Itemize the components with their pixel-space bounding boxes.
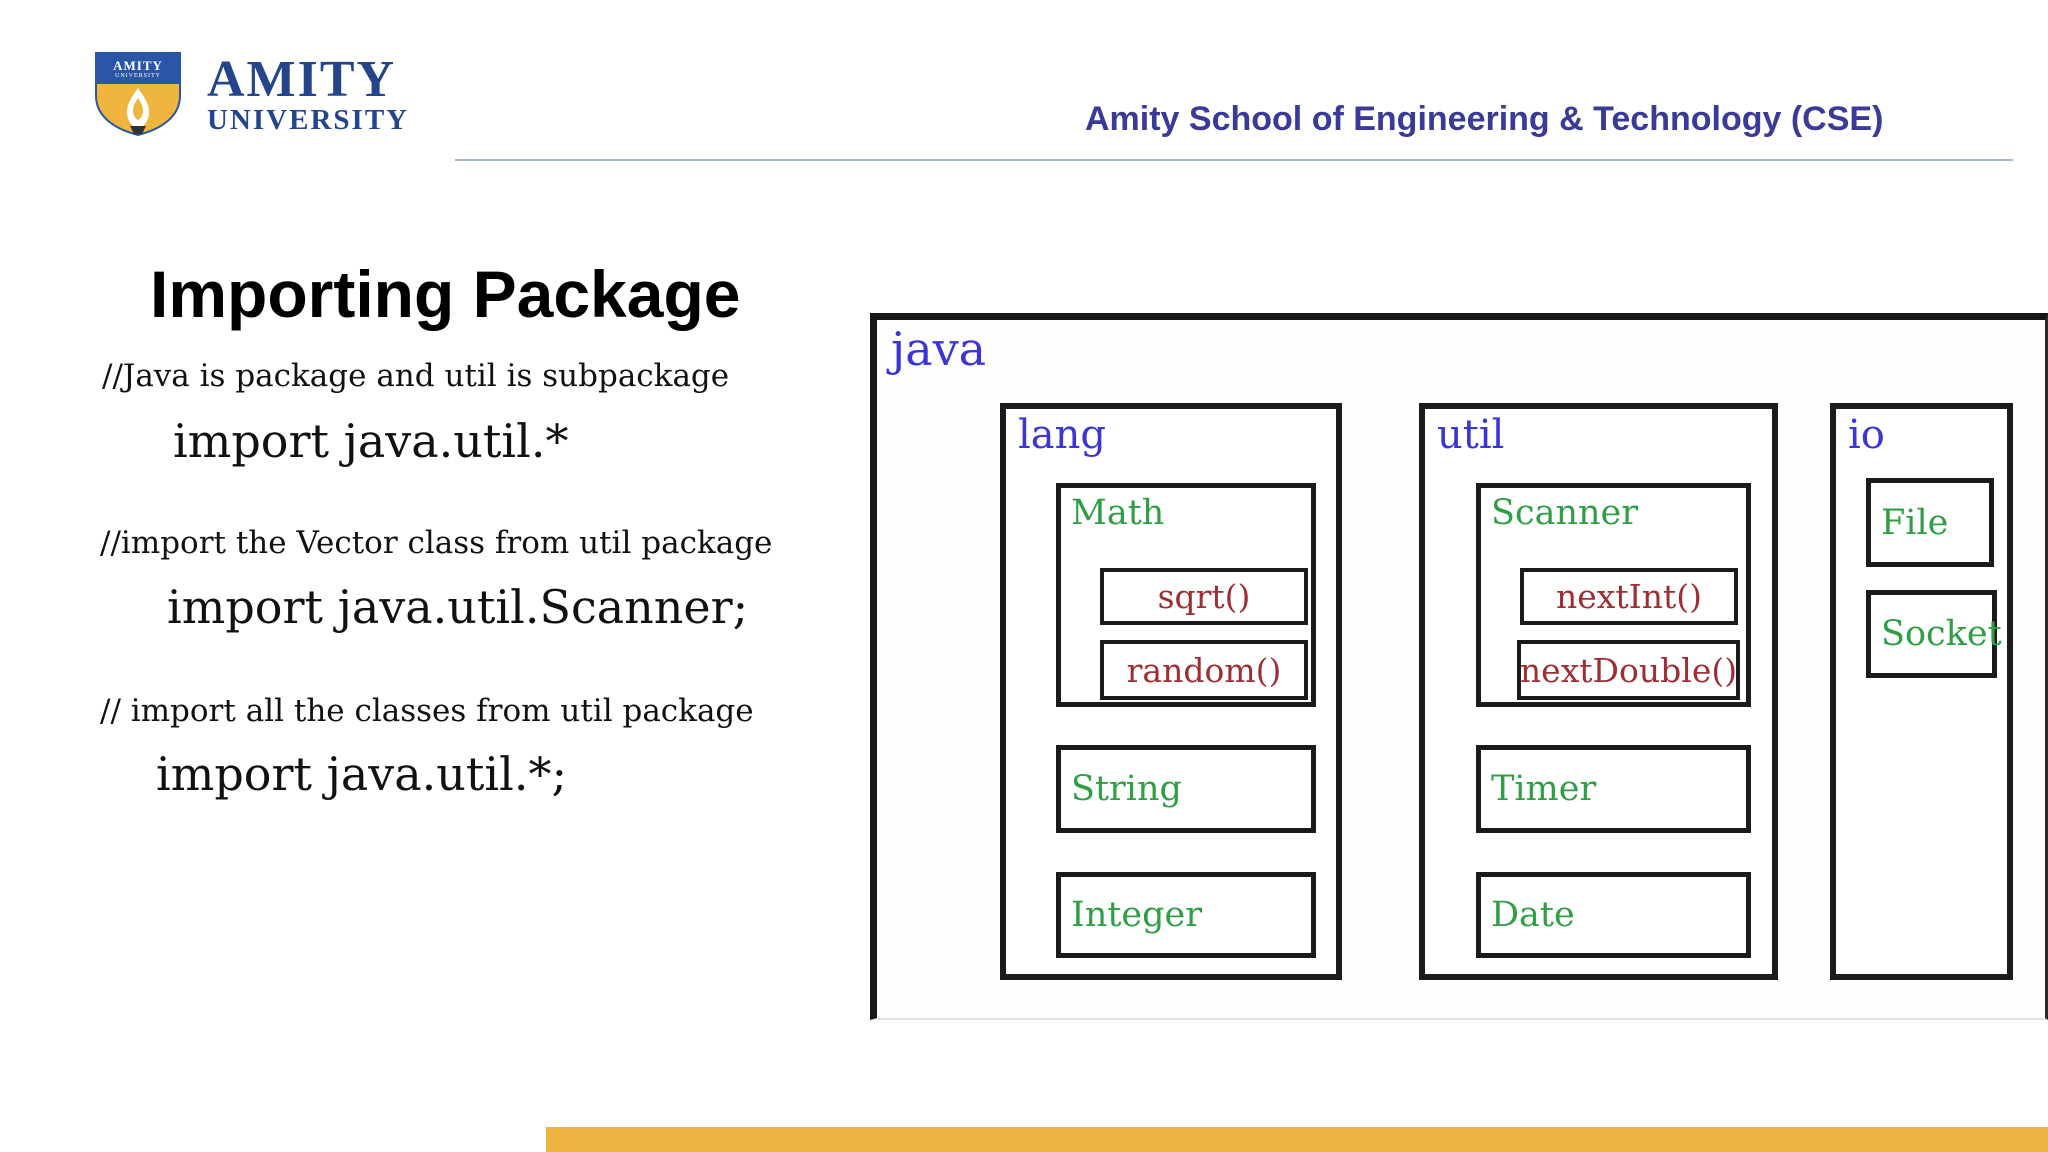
- class-box-math: Math sqrt() random(): [1056, 483, 1316, 707]
- header-divider: [455, 159, 2013, 161]
- code-import: import java.util.Scanner;: [167, 580, 749, 634]
- amity-wordmark: AMITY: [207, 51, 397, 108]
- package-label-io: io: [1848, 412, 1885, 458]
- class-box-socket: Socket: [1866, 590, 2002, 678]
- amity-logo-shield-subtext: UNIVERSITY: [115, 73, 161, 79]
- class-label-integer: Integer: [1071, 895, 1202, 935]
- package-label-util: util: [1437, 412, 1505, 458]
- code-comment: //import the Vector class from util pack…: [100, 525, 773, 561]
- package-label-java: java: [891, 322, 987, 376]
- java-package-diagram: java lang Math sqrt() random() String In…: [870, 313, 2048, 1020]
- amity-wordmark-university: UNIVERSITY: [207, 104, 410, 136]
- class-box-scanner: Scanner nextInt() nextDouble(): [1476, 483, 1751, 707]
- page-title: Importing Package: [150, 257, 741, 331]
- method-box-sqrt: sqrt(): [1100, 568, 1308, 625]
- code-comment: //Java is package and util is subpackage: [102, 358, 730, 394]
- class-label-socket: Socket: [1881, 614, 2002, 654]
- method-box-random: random(): [1100, 640, 1308, 700]
- method-box-nextdouble: nextDouble(): [1517, 640, 1740, 700]
- code-import: import java.util.*;: [156, 747, 567, 801]
- package-box-lang: lang Math sqrt() random() String Integer: [1000, 403, 1342, 980]
- package-label-lang: lang: [1018, 412, 1107, 458]
- school-title: Amity School of Engineering & Technology…: [1085, 100, 1884, 138]
- class-label-file: File: [1881, 502, 1949, 543]
- class-box-file: File: [1866, 478, 1994, 567]
- package-box-io: io File Socket: [1830, 403, 2013, 980]
- class-box-string: String: [1056, 745, 1316, 833]
- footer-accent-bar: [546, 1127, 2048, 1152]
- class-box-timer: Timer: [1476, 745, 1751, 833]
- class-box-integer: Integer: [1056, 872, 1316, 958]
- class-label-string: String: [1071, 769, 1182, 809]
- class-label-timer: Timer: [1491, 769, 1597, 809]
- class-box-date: Date: [1476, 872, 1751, 958]
- code-comment: // import all the classes from util pack…: [100, 693, 754, 729]
- amity-logo-shield-text: AMITY: [113, 58, 163, 73]
- code-import: import java.util.*: [173, 414, 569, 468]
- package-box-util: util Scanner nextInt() nextDouble() Time…: [1419, 403, 1778, 980]
- class-label-date: Date: [1491, 895, 1575, 935]
- class-label-scanner: Scanner: [1491, 493, 1638, 533]
- method-box-nextint: nextInt(): [1520, 568, 1738, 625]
- amity-logo-shield-icon: [92, 50, 184, 138]
- class-label-math: Math: [1071, 493, 1165, 533]
